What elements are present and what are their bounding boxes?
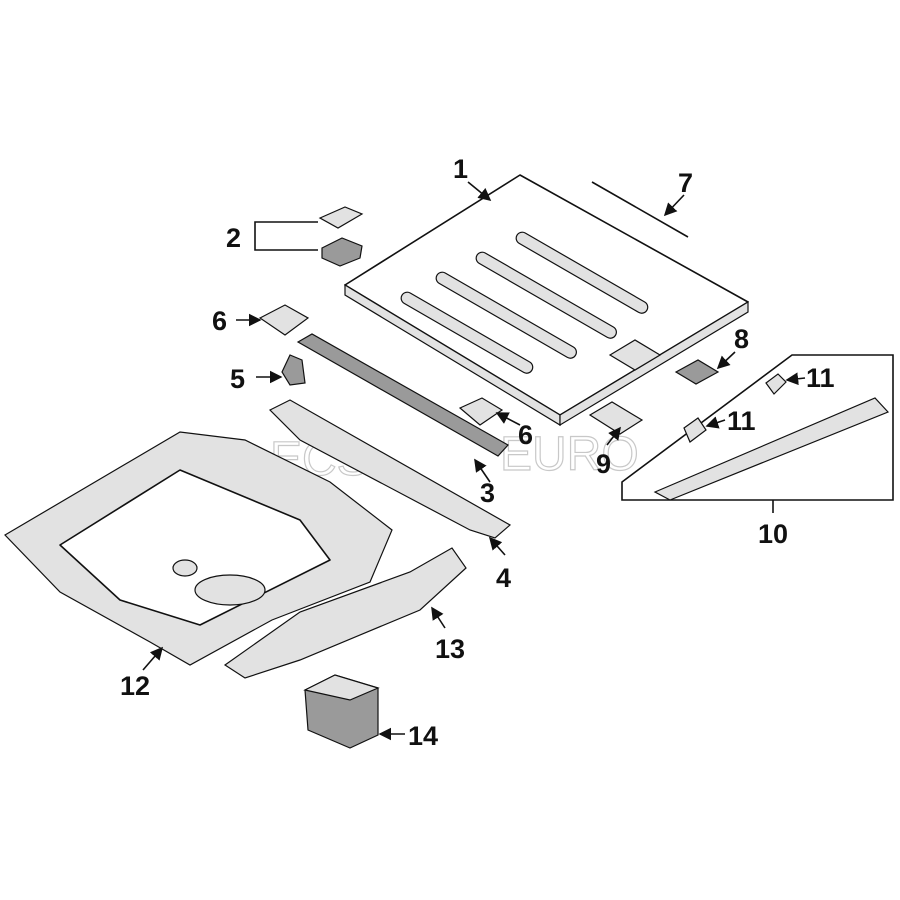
- callout-14: 14: [408, 721, 438, 751]
- part-11-clip-lower: [683, 417, 707, 443]
- part-14-box: [303, 674, 380, 749]
- callout-13: 13: [435, 634, 465, 664]
- callout-labels: 1 2 7 6 5 6 3 4 8 9 11 11 10 12 13 14: [120, 154, 835, 751]
- part-7-support-rod: [591, 181, 689, 238]
- callout-6-left: 6: [212, 306, 227, 336]
- part-8-bracket: [674, 359, 720, 385]
- callout-10: 10: [758, 519, 788, 549]
- callout-9: 9: [596, 449, 611, 479]
- callout-5: 5: [230, 364, 245, 394]
- callout-6-right: 6: [518, 420, 533, 450]
- callout-7: 7: [678, 168, 693, 198]
- part-3-trim-strip: [296, 333, 509, 457]
- callout-4: 4: [496, 563, 511, 593]
- part-10-group-box: [621, 354, 894, 513]
- part-13-heat-shield: [223, 547, 467, 679]
- part-1-cargo-floor-panel: [344, 174, 749, 427]
- callout-1: 1: [453, 154, 468, 184]
- part-6-bracket-left: [258, 304, 310, 336]
- callout-11-lower: 11: [727, 406, 756, 436]
- part-5-hook: [281, 354, 306, 386]
- part-11-clip-upper: [765, 373, 787, 395]
- callout-8: 8: [734, 324, 749, 354]
- callout-12: 12: [120, 671, 150, 701]
- callout-11-upper: 11: [806, 363, 835, 393]
- part-12-floor-pan: [4, 431, 393, 666]
- leader-lines: [142, 181, 806, 741]
- callout-3: 3: [480, 478, 495, 508]
- part-2-brackets: [318, 206, 364, 267]
- part-6-bracket-right: [458, 397, 504, 426]
- callout-2: 2: [226, 223, 241, 253]
